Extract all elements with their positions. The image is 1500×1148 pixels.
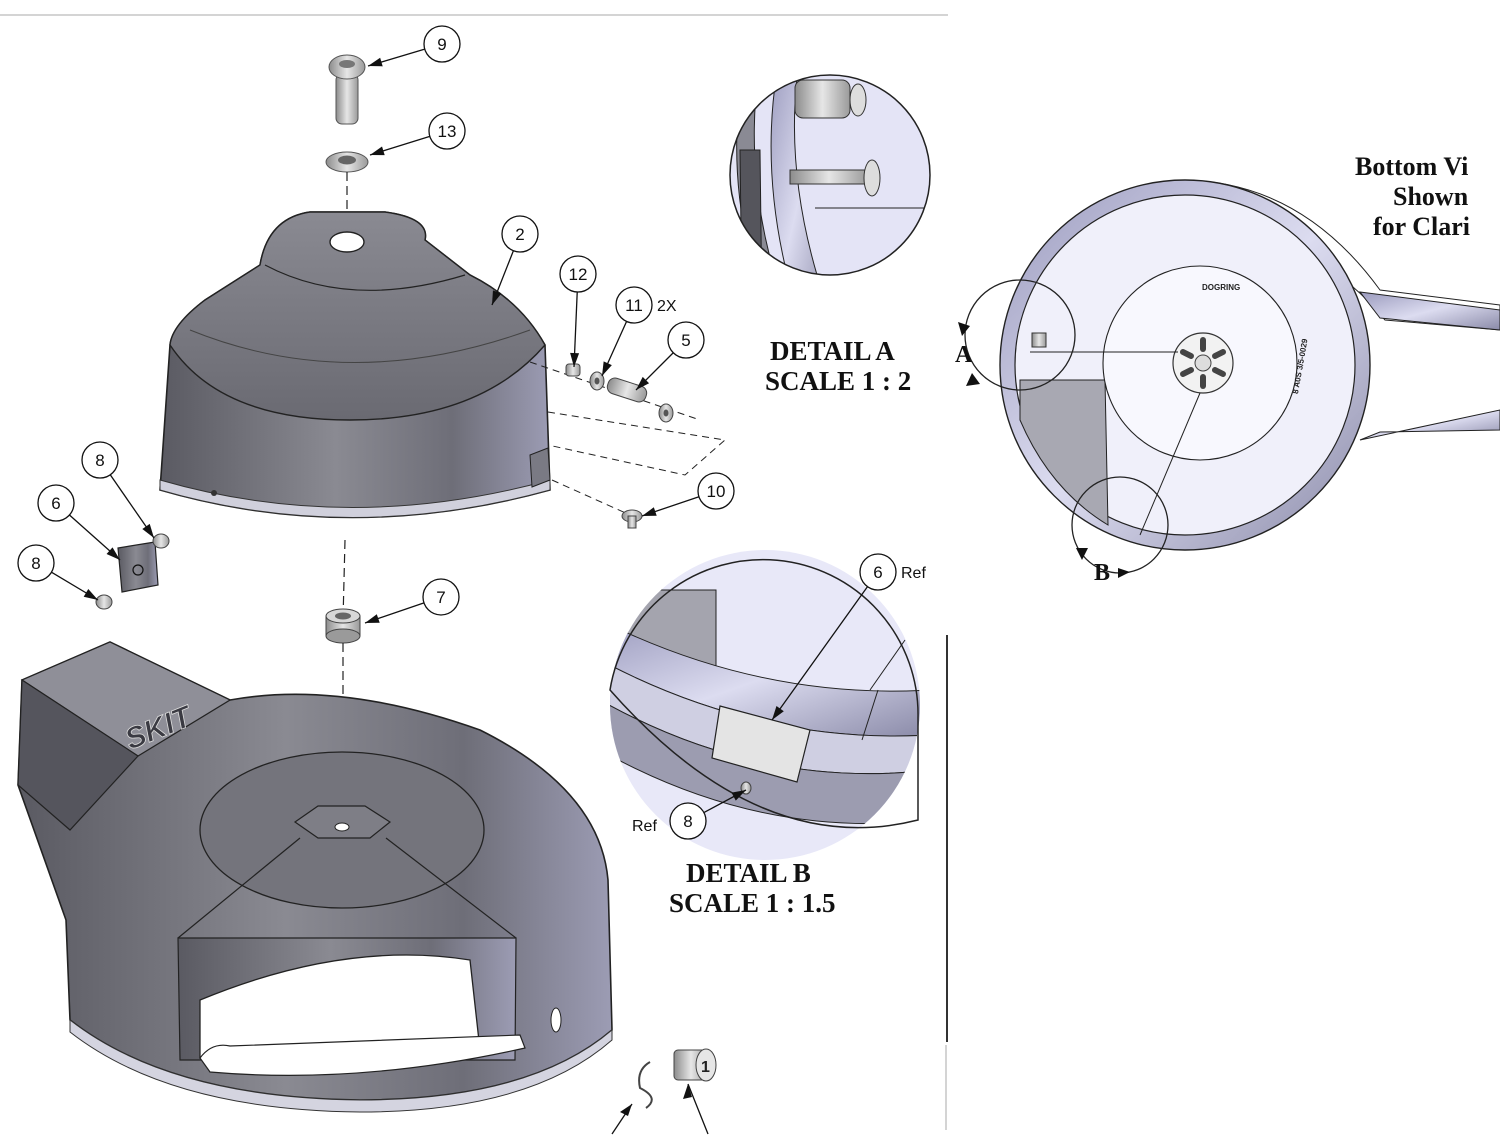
arrowhead bbox=[83, 588, 98, 600]
callout-balloon-2: 2 bbox=[491, 215, 539, 306]
hardware-stack bbox=[529, 361, 727, 529]
balloon-label: 7 bbox=[436, 588, 445, 607]
balloon-circle bbox=[697, 472, 735, 510]
knob-number: 1 bbox=[701, 1059, 710, 1076]
detail-a-view: DETAIL A SCALE 1 : 2 bbox=[729, 74, 931, 396]
leader-line bbox=[771, 586, 869, 721]
callout-balloon-9: 9 bbox=[367, 25, 461, 67]
callout-balloon-6: 6 bbox=[37, 484, 121, 561]
balloon-label: 8 bbox=[95, 451, 104, 470]
balloon-label: 8 bbox=[683, 812, 692, 831]
callout-balloon-8: 8 bbox=[669, 789, 747, 840]
knob-part: 1 bbox=[611, 1048, 717, 1135]
balloon-circle bbox=[615, 286, 653, 324]
detail-b-scale: SCALE 1 : 1.5 bbox=[669, 888, 836, 918]
arrowhead bbox=[365, 614, 380, 623]
balloon-label: 13 bbox=[438, 122, 457, 141]
arrowhead bbox=[731, 790, 746, 801]
balloon-circle bbox=[37, 484, 75, 522]
arrowhead bbox=[106, 547, 120, 560]
callout-balloon-8: 8 bbox=[81, 441, 155, 539]
bottom-view-note-line-1: Bottom Vi bbox=[1355, 152, 1468, 181]
washer-part bbox=[325, 151, 369, 173]
bottom-view-note-line-2: Shown bbox=[1393, 182, 1469, 211]
callout-balloon-5: 5 bbox=[635, 321, 705, 391]
arrowhead bbox=[370, 146, 385, 156]
callout-layer: 9 13 2 12 11 5 10 8 6 8 7 6 8 bbox=[17, 25, 897, 840]
balloon-label: 12 bbox=[569, 265, 588, 284]
base-housing-part: SKIT bbox=[17, 641, 613, 1113]
callout-balloon-8: 8 bbox=[17, 544, 99, 601]
balloon-circle bbox=[17, 544, 55, 582]
detail-a-scale: SCALE 1 : 2 bbox=[765, 366, 911, 396]
detail-b-view: DETAIL B SCALE 1 : 1.5 bbox=[609, 550, 920, 918]
latch-bracket-part bbox=[95, 533, 170, 610]
callout-balloon-11: 11 bbox=[601, 286, 653, 377]
balloon-circle bbox=[501, 215, 539, 253]
balloon-label: 2 bbox=[515, 225, 524, 244]
balloon-circle bbox=[428, 112, 466, 150]
balloon-label: 6 bbox=[51, 494, 60, 513]
balloon-circle bbox=[422, 578, 460, 616]
detail-a-title: DETAIL A bbox=[770, 336, 895, 366]
ref-label-detail-b-8: Ref bbox=[632, 818, 657, 835]
part-marking-top: DOGRING bbox=[1202, 283, 1240, 292]
callout-balloon-12: 12 bbox=[559, 255, 597, 368]
balloon-circle bbox=[669, 802, 707, 840]
balloon-label: 6 bbox=[873, 563, 882, 582]
balloon-circle bbox=[559, 255, 597, 293]
arrowhead bbox=[642, 507, 657, 516]
callout-balloon-13: 13 bbox=[369, 112, 466, 156]
arrowhead bbox=[570, 352, 580, 367]
arrowhead bbox=[772, 705, 784, 720]
callout-balloon-7: 7 bbox=[364, 578, 460, 624]
balloon-circle bbox=[667, 321, 705, 359]
balloon-label: 5 bbox=[681, 331, 690, 350]
balloon-label: 9 bbox=[437, 35, 446, 54]
arrowhead bbox=[602, 361, 612, 376]
bottom-view-note-line-3: for Clari bbox=[1373, 212, 1470, 241]
balloon-label: 8 bbox=[31, 554, 40, 573]
callout-balloon-6: 6 bbox=[771, 553, 897, 721]
centerline-middle bbox=[342, 539, 346, 621]
bolt-part bbox=[328, 54, 366, 125]
arrowhead bbox=[492, 290, 502, 305]
balloon-label: 11 bbox=[625, 296, 643, 315]
balloon-circle bbox=[859, 553, 897, 591]
detail-b-title: DETAIL B bbox=[686, 858, 811, 888]
balloon-label: 10 bbox=[707, 482, 726, 501]
balloon-circle bbox=[81, 441, 119, 479]
upper-cover-part bbox=[159, 211, 551, 519]
arrowhead bbox=[368, 57, 383, 67]
balloon-circle bbox=[423, 25, 461, 63]
arrowhead bbox=[636, 376, 650, 390]
spacer-part bbox=[325, 608, 361, 644]
section-marker-a: A bbox=[955, 342, 973, 368]
quantity-note: 2X bbox=[657, 298, 677, 315]
section-marker-b: B bbox=[1094, 560, 1110, 586]
bottom-view: DOGRING 8 A0S 3/5-0029 A B Bottom Vi Sho… bbox=[955, 152, 1500, 586]
ref-label-detail-b-6: Ref bbox=[901, 565, 926, 582]
callout-balloon-10: 10 bbox=[641, 472, 735, 517]
arrowhead bbox=[142, 523, 154, 538]
